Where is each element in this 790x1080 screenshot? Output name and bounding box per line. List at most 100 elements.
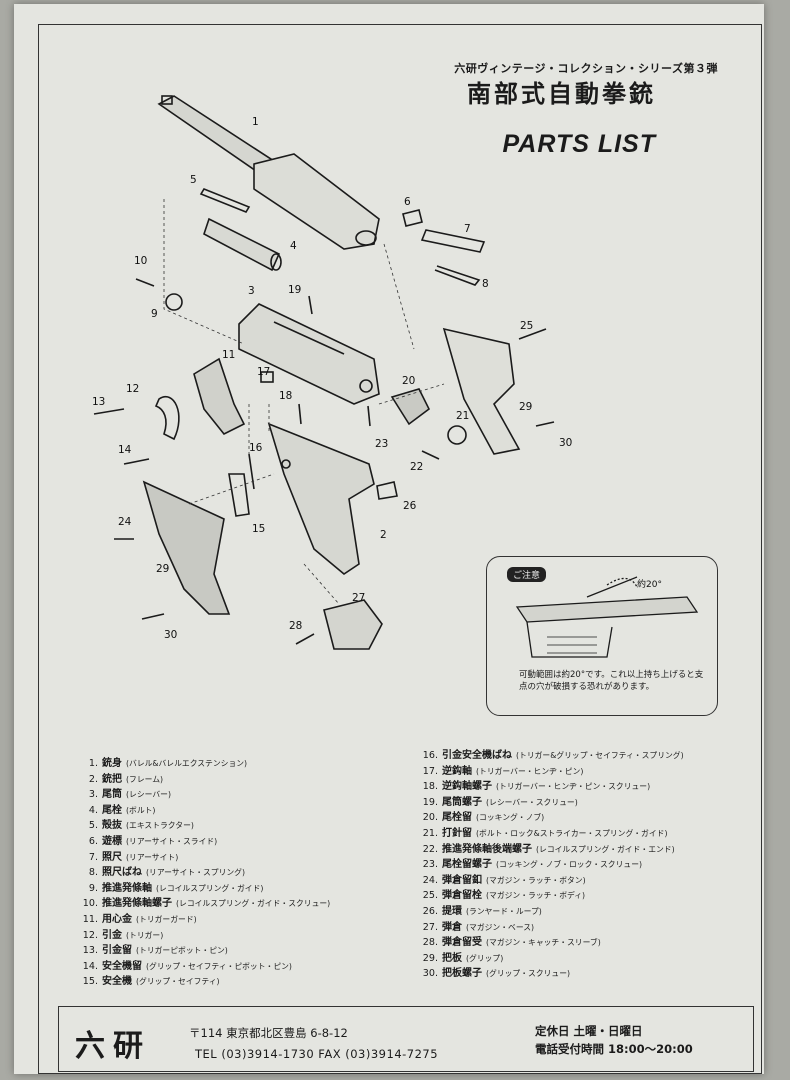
callout-9: 9 xyxy=(151,308,158,320)
callout-1: 1 xyxy=(252,116,259,128)
part-trigger-bar-pin xyxy=(260,371,274,383)
caution-illustration: 約20° xyxy=(515,576,699,658)
parts-list-right: 16.引金安全機ばね(トリガー&グリップ・セイフティ・スプリング) 17.逆鈎軸… xyxy=(416,748,746,982)
part-receiver xyxy=(238,303,380,405)
list-item: 16.引金安全機ばね(トリガー&グリップ・セイフティ・スプリング) xyxy=(422,750,684,761)
list-item: 26.提環(ランヤード・ループ) xyxy=(422,905,542,917)
parts-list-sheet: 六研ヴィンテージ・コレクション・シリーズ第３弾 南部式自動拳銃 PARTS LI… xyxy=(14,4,764,1074)
callout-numbers: 1 2 3 4 5 6 7 8 9 10 11 12 13 14 15 16 1… xyxy=(92,116,572,641)
part-recoil-guide-screw xyxy=(135,278,155,287)
caution-badge: ご注意 xyxy=(507,567,547,582)
list-item: 22.推進発條軸後端螺子(レコイルスプリング・ガイド・エンド) xyxy=(422,843,675,855)
caution-note: ご注意 約20° 可動範囲は約20°です。これ以上持ち上げると支点の穴が破損する… xyxy=(486,556,718,716)
list-item: 3.尾筒(レシーバー) xyxy=(88,789,171,801)
part-trigger-spring xyxy=(248,453,255,490)
list-item: 21.打針留(ボルト・ロック&ストライカー・スプリング・ガイド) xyxy=(422,827,668,839)
exploded-parts-diagram: 1 2 3 4 5 6 7 8 9 10 11 12 13 14 15 16 1… xyxy=(92,95,572,650)
callout-16: 16 xyxy=(249,442,263,454)
part-magazine-catch-sleeve xyxy=(295,633,315,645)
part-cocking-knob xyxy=(390,388,431,426)
list-item: 4.尾栓(ボルト) xyxy=(88,804,156,816)
list-item: 8.照尺ばね(リアーサイト・スプリング) xyxy=(88,867,246,879)
list-item: 15.安全機(グリップ・セイフティ) xyxy=(82,976,220,988)
callout-23: 23 xyxy=(375,438,388,450)
list-item: 18.逆鈎軸螺子(トリガーバー・ヒンヂ・ピン・スクリュー) xyxy=(422,781,651,793)
callout-2: 2 xyxy=(380,529,387,541)
callout-29-right: 29 xyxy=(519,401,532,413)
part-magazine-latch-body xyxy=(518,328,547,340)
callout-7: 7 xyxy=(464,223,471,235)
list-item: 19.尾筒螺子(レシーバー・スクリュー) xyxy=(422,796,578,808)
part-bolt-lock xyxy=(447,425,467,445)
part-bolt xyxy=(203,217,282,272)
callout-15: 15 xyxy=(252,523,265,535)
callout-28: 28 xyxy=(289,620,302,632)
list-item: 14.安全機留(グリップ・セイフティ・ピボット・ピン) xyxy=(82,960,292,972)
callout-14: 14 xyxy=(118,444,132,456)
callout-13: 13 xyxy=(92,396,105,408)
callout-12: 12 xyxy=(126,383,139,395)
list-item: 1.銃身(バレル&バレルエクステンション) xyxy=(88,758,248,769)
list-item: 7.照尺(リアーサイト) xyxy=(88,851,179,863)
sheet-border xyxy=(38,24,762,1074)
callout-30-right: 30 xyxy=(559,437,572,449)
callout-26: 26 xyxy=(403,500,417,512)
part-barrel xyxy=(157,95,380,250)
list-item: 29.把板(グリップ) xyxy=(422,952,504,964)
list-item: 13.引金留(トリガーピボット・ピン) xyxy=(82,945,228,957)
callout-8: 8 xyxy=(482,278,489,290)
parts-list-left: 1.銃身(バレル&バレルエクステンション) 2.銃把(フレーム) 3.尾筒(レシ… xyxy=(76,756,406,990)
callout-3: 3 xyxy=(248,285,255,297)
callout-10: 10 xyxy=(134,255,147,267)
callout-29-left: 29 xyxy=(156,563,169,575)
list-item: 2.銃把(フレーム) xyxy=(88,773,164,785)
list-item: 9.推進発條軸(レコイルスプリング・ガイド) xyxy=(88,882,264,894)
part-extractor xyxy=(199,188,251,213)
phone-hours: 電話受付時間 18:00～20:00 xyxy=(535,1042,693,1056)
part-recoil-guide-end xyxy=(421,450,440,460)
note-angle: 約20° xyxy=(637,578,662,590)
list-item: 25.弾倉留栓(マガジン・ラッチ・ボディ) xyxy=(422,890,586,902)
closed-days: 定休日 土曜・日曜日 xyxy=(535,1024,643,1038)
assembly-guide-lines xyxy=(163,199,445,605)
list-item: 27.弾倉(マガジン・ベース) xyxy=(422,921,535,933)
part-receiver-screw xyxy=(308,295,313,315)
part-frame xyxy=(267,422,375,575)
part-right-grip-screw xyxy=(535,421,555,427)
part-recoil-guide xyxy=(165,293,183,311)
part-lanyard-loop xyxy=(376,481,398,500)
parts-list-heading: PARTS LIST xyxy=(502,130,656,158)
part-right-grip xyxy=(442,327,521,455)
callout-22: 22 xyxy=(410,461,423,473)
part-rear-sight-spring xyxy=(434,265,481,286)
page-title: 南部式自動拳銃 xyxy=(467,79,656,108)
part-grip-safety-pin xyxy=(123,458,150,465)
callout-4: 4 xyxy=(290,240,297,252)
callout-18: 18 xyxy=(279,390,292,402)
part-trigger xyxy=(154,396,180,441)
part-left-grip-screw xyxy=(141,613,165,620)
caution-text: 可動範囲は約20°です。これ以上持ち上げると支点の穴が破損する恐れがあります。 xyxy=(519,670,704,692)
part-grip-safety xyxy=(228,473,250,517)
list-item: 5.殻抜(エキストラクター) xyxy=(88,820,194,832)
part-left-grip xyxy=(142,480,231,615)
list-item: 6.遊標(リアーサイト・スライド) xyxy=(88,835,218,847)
callout-11: 11 xyxy=(222,349,235,361)
part-trigger-pin xyxy=(93,408,125,415)
part-cocking-knob-screw xyxy=(367,405,371,427)
part-rear-sight-slide xyxy=(402,209,423,227)
list-item: 28.弾倉留受(マガジン・キャッチ・スリーブ) xyxy=(422,937,601,949)
series-heading: 六研ヴィンテージ・コレクション・シリーズ第３弾 xyxy=(454,62,718,75)
callout-21: 21 xyxy=(456,410,469,422)
callout-30-left: 30 xyxy=(164,629,177,641)
callout-17: 17 xyxy=(257,366,270,378)
list-item: 20.尾栓留(コッキング・ノブ) xyxy=(422,812,545,824)
part-trigger-bar-pin-screw xyxy=(298,403,302,425)
list-item: 12.引金(トリガー) xyxy=(82,929,164,941)
part-magazine-base xyxy=(323,599,383,650)
part-trigger-guard xyxy=(193,357,246,436)
list-item: 23.尾栓留螺子(コッキング・ノブ・ロック・スクリュー) xyxy=(422,859,643,871)
callout-5: 5 xyxy=(190,174,197,186)
callout-24: 24 xyxy=(118,516,132,528)
callout-25: 25 xyxy=(520,320,533,332)
